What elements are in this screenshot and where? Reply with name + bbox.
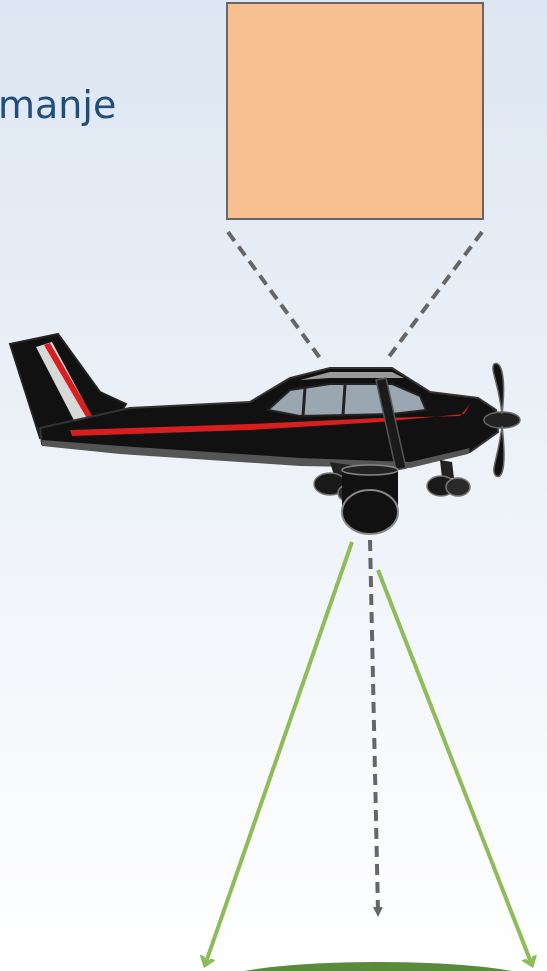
- camera-icon: [342, 465, 398, 534]
- sensor-image-frame: [227, 3, 483, 219]
- partial-title: manje: [0, 83, 116, 127]
